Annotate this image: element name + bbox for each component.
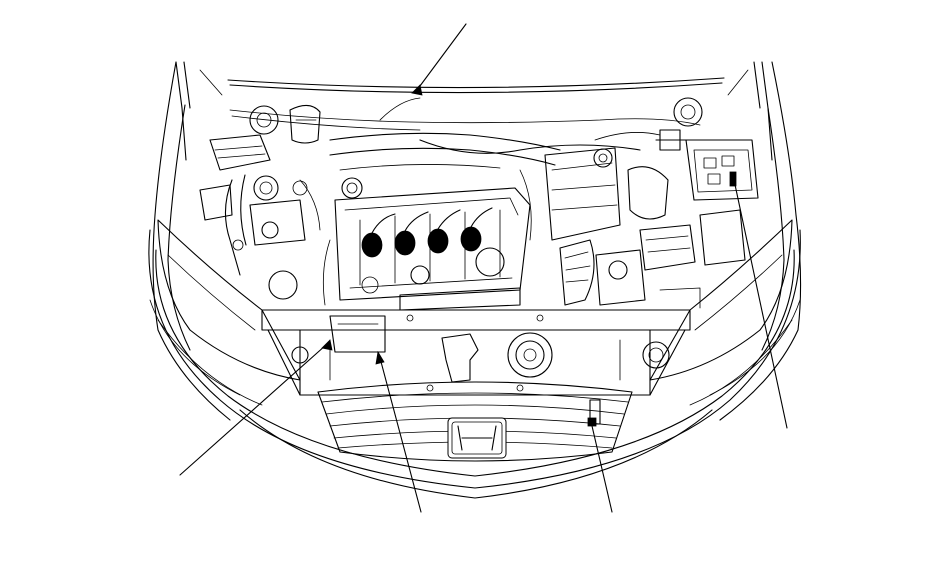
air-cleaner-box: [544, 147, 621, 306]
left-engine-components: [199, 134, 321, 300]
callout-line-right: [733, 179, 788, 429]
radiator-support: [261, 309, 691, 427]
ignition-coils: [361, 207, 493, 258]
fuse-box: [655, 129, 759, 201]
callout-lines: [179, 23, 788, 513]
hood: [175, 61, 773, 161]
callout-line-bottom-right-center: [591, 425, 613, 513]
front-bumper: [148, 219, 801, 499]
right-engine-components: [595, 97, 746, 309]
callout-pointer-top-center: [411, 84, 423, 96]
callout-line-bottom-left: [179, 344, 327, 476]
callout-line-bottom-center: [379, 357, 422, 513]
hoses-and-wiring: [229, 97, 701, 306]
grille: [317, 381, 633, 462]
callout-pointer-bottom-left: [321, 339, 333, 351]
engine: [329, 132, 561, 311]
fenders: [152, 61, 802, 421]
brake-fluid-reservoir: [249, 104, 321, 144]
callout-line-top-center: [416, 23, 467, 91]
callout-pointer-bottom-center: [375, 350, 385, 365]
